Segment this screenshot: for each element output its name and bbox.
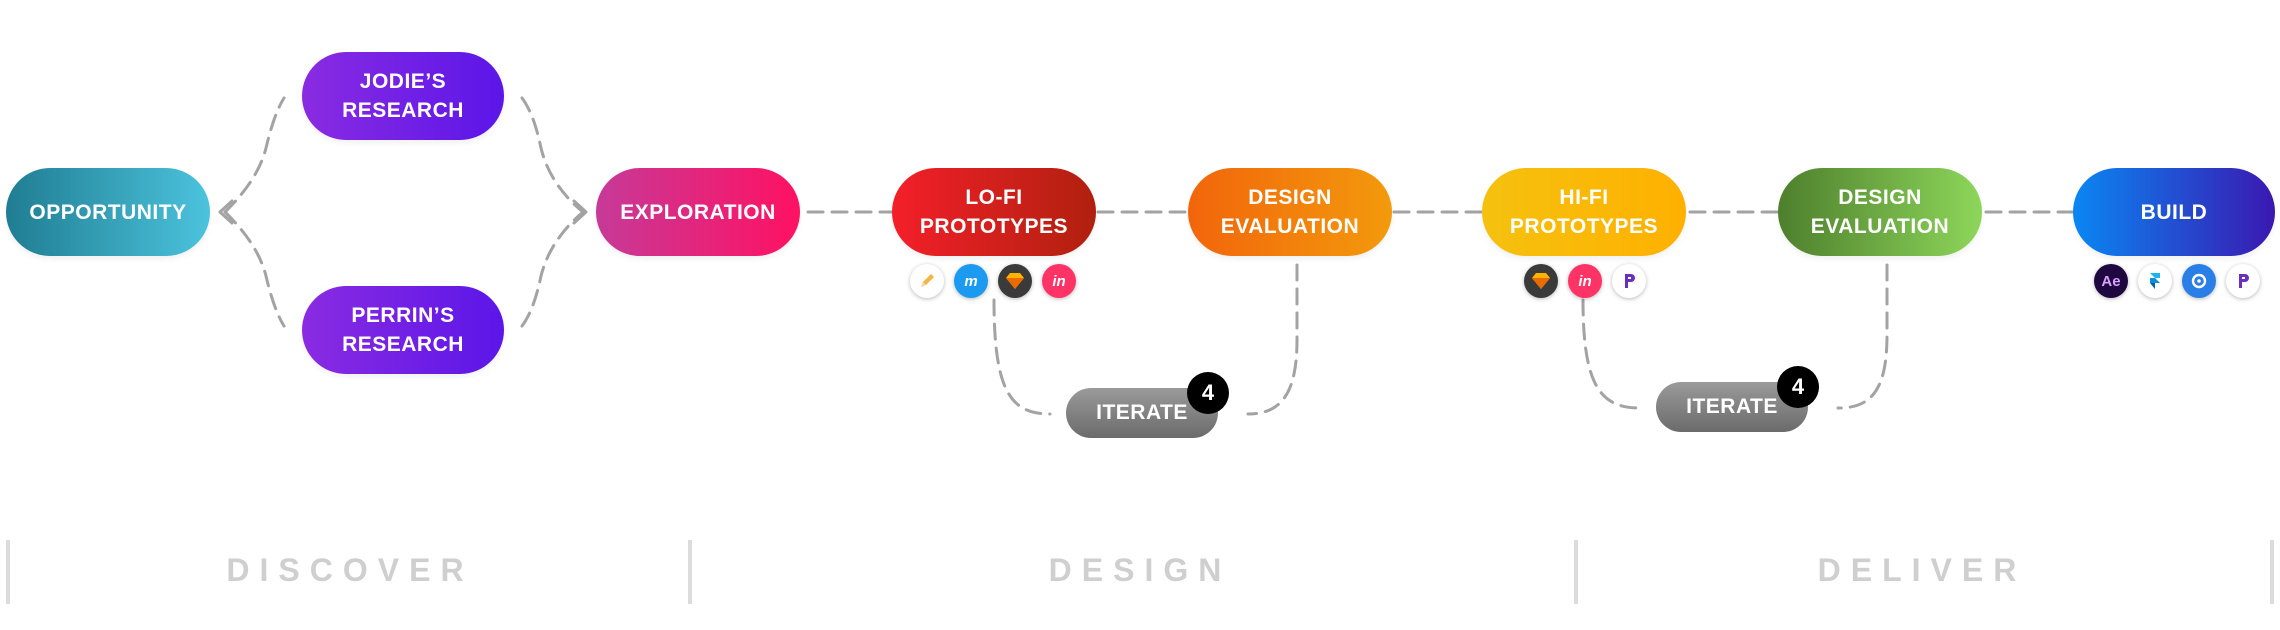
phase-discover: DISCOVER bbox=[180, 552, 520, 589]
lofi-line2: PROTOTYPES bbox=[919, 215, 1069, 238]
design-eval-2-line1: DESIGN bbox=[1838, 186, 1922, 209]
exploration-label: EXPLORATION bbox=[620, 200, 776, 224]
iterate-loop-1-left bbox=[992, 298, 1052, 416]
phase-divider-discover-design bbox=[688, 540, 692, 604]
opportunity-node[interactable]: OPPORTUNITY bbox=[6, 168, 210, 256]
perrins-research-line2: RESEARCH bbox=[342, 333, 464, 356]
sketch-icon bbox=[1524, 264, 1558, 298]
jodies-research-line2: RESEARCH bbox=[342, 99, 464, 122]
moqups-icon: m bbox=[954, 264, 988, 298]
iterate-count-badge-1: 4 bbox=[1187, 372, 1229, 414]
proto-icon bbox=[2226, 264, 2260, 298]
phase-design-label: DESIGN bbox=[1048, 552, 1232, 588]
phase-divider-design-deliver bbox=[1574, 540, 1578, 604]
build-node[interactable]: BUILD bbox=[2073, 168, 2275, 256]
branch-to-jodies-research bbox=[223, 96, 286, 214]
iterate-count-badge-2: 4 bbox=[1777, 366, 1819, 408]
invision-icon: in bbox=[1042, 264, 1076, 298]
phase-discover-label: DISCOVER bbox=[226, 552, 474, 588]
lofi-prototypes-node[interactable]: LO-FI PROTOTYPES bbox=[892, 168, 1096, 256]
phase-deliver: DELIVER bbox=[1752, 552, 2092, 589]
framer-icon bbox=[2138, 264, 2172, 298]
design-eval-1-line1: DESIGN bbox=[1248, 186, 1332, 209]
merge-arrow-right bbox=[572, 199, 588, 225]
iterate-loop-1-right bbox=[1246, 263, 1299, 416]
iterate-2-count: 4 bbox=[1791, 374, 1805, 399]
pencil-icon bbox=[910, 264, 944, 298]
invision-icon: in bbox=[1568, 264, 1602, 298]
design-evaluation-node-1[interactable]: DESIGN EVALUATION bbox=[1188, 168, 1392, 256]
sketch-icon bbox=[998, 264, 1032, 298]
proto-icon bbox=[1612, 264, 1646, 298]
perrins-research-node[interactable]: PERRIN’S RESEARCH bbox=[302, 286, 504, 374]
hifi-line2: PROTOTYPES bbox=[1509, 215, 1659, 238]
merge-from-perrins-research bbox=[520, 210, 585, 328]
invision-icon-text: in bbox=[1052, 272, 1066, 290]
branch-to-perrins-research bbox=[223, 210, 286, 328]
hifi-line1: HI-FI bbox=[1559, 186, 1609, 209]
lofi-line1: LO-FI bbox=[965, 186, 1023, 209]
exploration-node[interactable]: EXPLORATION bbox=[596, 168, 800, 256]
jodies-research-line1: JODIE’S bbox=[359, 70, 447, 93]
opportunity-label: OPPORTUNITY bbox=[29, 200, 187, 224]
iterate-1-count: 4 bbox=[1201, 380, 1215, 405]
perrins-research-line1: PERRIN’S bbox=[351, 304, 455, 327]
phase-deliver-label: DELIVER bbox=[1817, 552, 2027, 588]
principle-icon bbox=[2182, 264, 2216, 298]
design-eval-2-line2: EVALUATION bbox=[1810, 215, 1950, 238]
phase-divider-start bbox=[6, 540, 10, 604]
iterate-1-label: ITERATE bbox=[1096, 401, 1188, 424]
hifi-prototypes-node[interactable]: HI-FI PROTOTYPES bbox=[1482, 168, 1686, 256]
design-evaluation-node-2[interactable]: DESIGN EVALUATION bbox=[1778, 168, 1982, 256]
phase-divider-end bbox=[2270, 540, 2274, 604]
iterate-2-label: ITERATE bbox=[1686, 395, 1778, 418]
build-label: BUILD bbox=[2140, 200, 2208, 224]
invision-icon-text-2: in bbox=[1578, 272, 1592, 290]
iterate-loop-2-left bbox=[1581, 298, 1642, 410]
branch-arrow-left bbox=[218, 199, 234, 225]
merge-from-jodies-research bbox=[520, 96, 585, 214]
after-effects-icon-text: Ae bbox=[2101, 272, 2121, 290]
phase-design: DESIGN bbox=[970, 552, 1310, 589]
design-eval-1-line2: EVALUATION bbox=[1220, 215, 1360, 238]
iterate-loop-2-right bbox=[1836, 263, 1889, 410]
iterate-button-2[interactable]: ITERATE bbox=[1656, 382, 1808, 432]
after-effects-icon: Ae bbox=[2094, 264, 2128, 298]
jodies-research-node[interactable]: JODIE’S RESEARCH bbox=[302, 52, 504, 140]
